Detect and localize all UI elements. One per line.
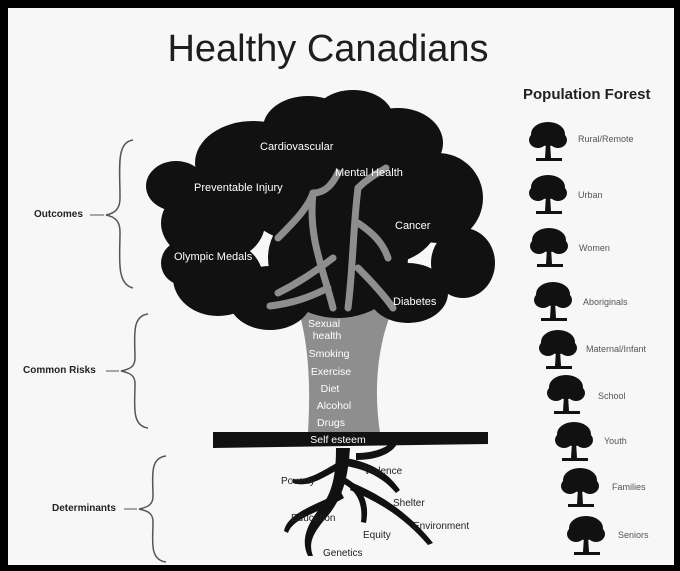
- outcome-diabetes: Diabetes: [393, 296, 437, 308]
- risk-smoking: Smoking: [309, 348, 350, 360]
- tree-roots: [284, 440, 433, 556]
- forest-label-school: School: [598, 391, 626, 401]
- risk-alcohol: Alcohol: [317, 400, 351, 412]
- section-determinants: Determinants: [52, 503, 116, 514]
- risk-self-esteem: Self esteem: [310, 434, 366, 446]
- risk-health: health: [313, 330, 342, 342]
- small-tree-icon: [529, 122, 567, 161]
- forest-label-women: Women: [579, 243, 610, 253]
- determinant-shelter: Shelter: [393, 498, 425, 509]
- small-tree-icon: [547, 375, 585, 414]
- determinant-poverty: Poverty: [281, 476, 315, 487]
- forest-item-urban: Urban: [528, 173, 674, 214]
- forest-label-families: Families: [612, 482, 646, 492]
- determinant-genetics: Genetics: [323, 548, 362, 559]
- small-tree-icon: [567, 516, 605, 555]
- forest-label-youth: Youth: [604, 436, 627, 446]
- population-forest-heading: Population Forest: [523, 86, 651, 103]
- determinant-environment: Environment: [413, 521, 469, 532]
- outcome-cancer: Cancer: [395, 220, 431, 232]
- forest-item-rural-remote: Rural/Remote: [528, 120, 674, 161]
- outcome-cardiovascular: Cardiovascular: [260, 141, 334, 153]
- diagram-frame: Healthy Canadians Population Forest: [6, 6, 676, 567]
- ground-line: [213, 432, 488, 448]
- forest-item-maternal-infant: Maternal/Infant: [538, 328, 674, 369]
- small-tree-icon: [539, 330, 577, 369]
- small-tree-icon: [561, 468, 599, 507]
- small-tree-icon: [555, 422, 593, 461]
- forest-item-school: School: [546, 373, 674, 414]
- forest-item-families: Families: [560, 466, 674, 507]
- outcome-olympic-medals: Olympic Medals: [174, 251, 253, 263]
- diagram-title: Healthy Canadians: [167, 28, 489, 70]
- common-risks-brace: [120, 313, 149, 429]
- forest-label-maternal-infant: Maternal/Infant: [586, 344, 647, 354]
- forest-item-seniors: Seniors: [566, 514, 674, 555]
- forest-item-youth: Youth: [554, 420, 674, 461]
- determinant-violence: Violence: [364, 466, 403, 477]
- tree-branches: [266, 164, 397, 312]
- determinant-equity: Equity: [363, 530, 391, 541]
- section-common-risks: Common Risks: [23, 365, 96, 376]
- determinant-education: Education: [291, 513, 335, 524]
- healthy-tree-diagram: Cardiovascular Preventable Injury Mental…: [90, 90, 495, 563]
- forest-item-aboriginals: Aboriginals: [533, 280, 674, 321]
- risk-exercise: Exercise: [311, 366, 351, 378]
- determinants-brace: [138, 455, 167, 563]
- risk-sexual: Sexual: [308, 318, 340, 330]
- forest-label-seniors: Seniors: [618, 530, 649, 540]
- outcome-preventable-injury: Preventable Injury: [194, 182, 283, 194]
- forest-label-rural-remote: Rural/Remote: [578, 134, 634, 144]
- outcomes-brace: [105, 139, 134, 289]
- risk-diet: Diet: [321, 383, 340, 395]
- outcome-mental-health: Mental Health: [335, 167, 403, 179]
- section-outcomes: Outcomes: [34, 209, 83, 220]
- forest-label-urban: Urban: [578, 190, 603, 200]
- small-tree-icon: [534, 282, 572, 321]
- forest-label-aboriginals: Aboriginals: [583, 297, 628, 307]
- small-tree-icon: [530, 228, 568, 267]
- forest-item-women: Women: [529, 226, 674, 267]
- risk-drugs: Drugs: [317, 417, 345, 429]
- small-tree-icon: [529, 175, 567, 214]
- tree-trunk: [298, 308, 393, 433]
